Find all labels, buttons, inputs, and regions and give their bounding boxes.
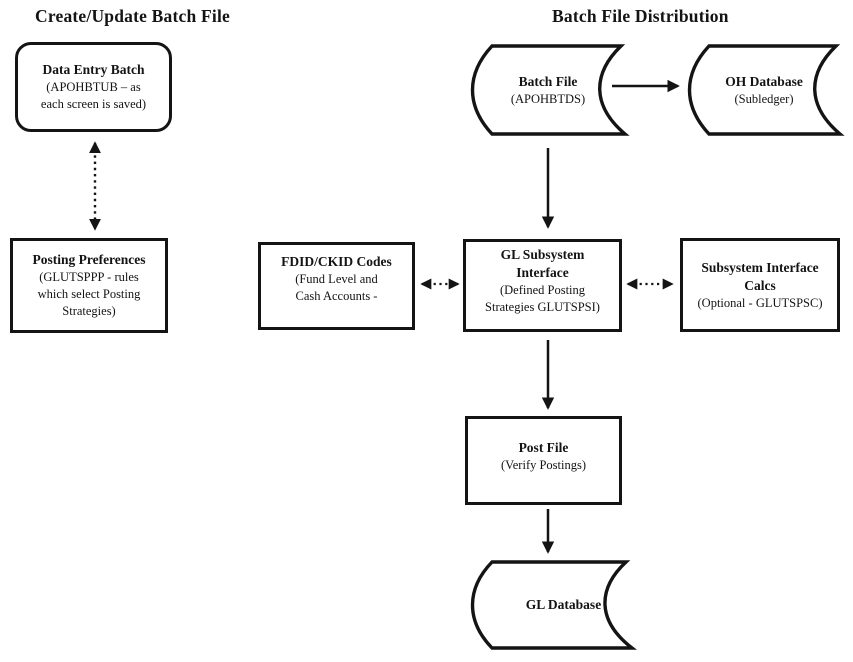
- node-title: FDID/CKID Codes: [281, 254, 392, 269]
- node-gl-subsystem-interface: GL Subsystem Interface (Defined Posting …: [463, 239, 622, 332]
- node-oh-database: OH Database (Subledger): [683, 44, 845, 136]
- node-title: Post File: [518, 440, 569, 455]
- node-subtext: Cash Accounts -: [295, 289, 378, 303]
- node-subtext: (Verify Postings): [500, 458, 587, 472]
- node-subtext: (Optional - GLUTSPSC): [697, 295, 823, 310]
- node-subtext: (Fund Level and: [295, 272, 378, 286]
- node-posting-preferences: Posting Preferences (GLUTSPPP - rules wh…: [10, 238, 168, 333]
- node-subtext: Strategies): [62, 304, 116, 318]
- node-subtext: (Subledger): [734, 91, 794, 106]
- node-subtext: Strategies GLUTSPSI): [485, 299, 600, 314]
- heading-batch-file-distribution: Batch File Distribution: [552, 6, 729, 26]
- node-title: Posting Preferences: [32, 252, 146, 267]
- node-title: Interface: [516, 264, 569, 280]
- heading-create-update-batch-file: Create/Update Batch File: [35, 6, 230, 26]
- node-gl-database: GL Database: [466, 560, 637, 650]
- node-subtext: (Defined Posting: [499, 282, 586, 297]
- stored-data-shape: [687, 44, 845, 136]
- node-title: Calcs: [744, 277, 776, 293]
- stored-data-shape: [470, 44, 630, 136]
- node-subtext: each screen is saved): [40, 97, 147, 111]
- node-post-file: Post File (Verify Postings): [465, 416, 622, 505]
- node-subtext: which select Posting: [37, 287, 141, 301]
- node-title: Batch File: [518, 73, 578, 89]
- node-title: GL Subsystem: [500, 246, 585, 262]
- node-title: GL Database: [525, 597, 602, 612]
- node-batch-file: Batch File (APOHBTDS): [466, 44, 630, 136]
- node-data-entry-batch: Data Entry Batch (APOHBTUB – as each scr…: [15, 42, 172, 132]
- node-title: Subsystem Interface: [701, 259, 819, 275]
- node-subtext: (GLUTSPPP - rules: [39, 270, 139, 284]
- node-fdid-ckid-codes: FDID/CKID Codes (Fund Level and Cash Acc…: [258, 242, 415, 330]
- node-title: OH Database: [725, 73, 803, 89]
- node-subsystem-interface-calcs: Subsystem Interface Calcs (Optional - GL…: [680, 238, 840, 332]
- node-subtext: (APOHBTUB – as: [46, 80, 141, 94]
- stored-data-shape: [470, 560, 637, 650]
- node-subtext: (APOHBTDS): [510, 91, 586, 106]
- node-title: Data Entry Batch: [42, 62, 145, 77]
